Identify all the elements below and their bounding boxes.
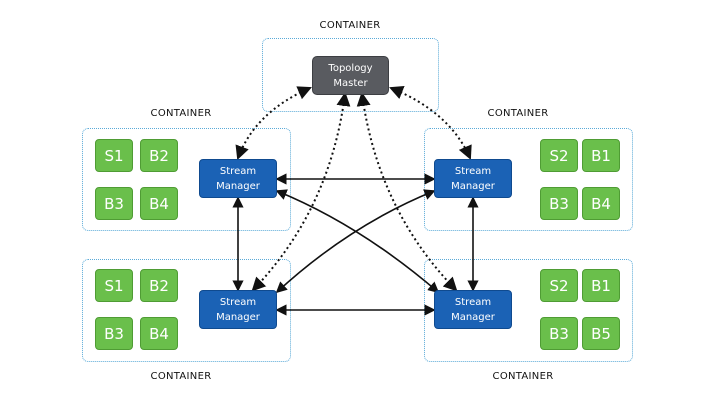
link-tm-sm-tl [235,86,312,160]
container-label-top-left: CONTAINER [150,108,212,119]
container-label-bottom-right: CONTAINER [492,371,554,382]
task-br-3: B3 [540,317,578,350]
container-top [262,38,439,112]
container-label-top: CONTAINER [319,20,381,31]
stream-manager-bottom-left: Stream Manager [199,290,277,329]
task-tr-2: B1 [582,139,620,172]
task-br-2: B1 [582,269,620,302]
container-label-bottom-left: CONTAINER [150,371,212,382]
task-bl-2: B2 [140,269,178,302]
topology-master-node: Topology Master [312,56,389,95]
link-tm-sm-br [356,91,458,292]
task-tl-1: S1 [95,139,133,172]
task-br-4: B5 [582,317,620,350]
task-bl-4: B4 [140,317,178,350]
task-tl-4: B4 [140,187,178,220]
task-tl-3: B3 [95,187,133,220]
task-bl-3: B3 [95,317,133,350]
task-tl-2: B2 [140,139,178,172]
link-sm-tl-br [275,189,440,294]
task-tr-1: S2 [540,139,578,172]
link-tm-sm-bl [251,91,351,292]
task-br-1: S2 [540,269,578,302]
stream-manager-top-right: Stream Manager [434,159,512,198]
task-tr-3: B3 [540,187,578,220]
link-tm-sm-tr [389,86,472,160]
stream-manager-top-left: Stream Manager [199,159,277,198]
container-label-top-right: CONTAINER [487,108,549,119]
task-tr-4: B4 [582,187,620,220]
stream-manager-bottom-right: Stream Manager [434,290,512,329]
task-bl-1: S1 [95,269,133,302]
link-sm-tr-bl [275,189,436,294]
